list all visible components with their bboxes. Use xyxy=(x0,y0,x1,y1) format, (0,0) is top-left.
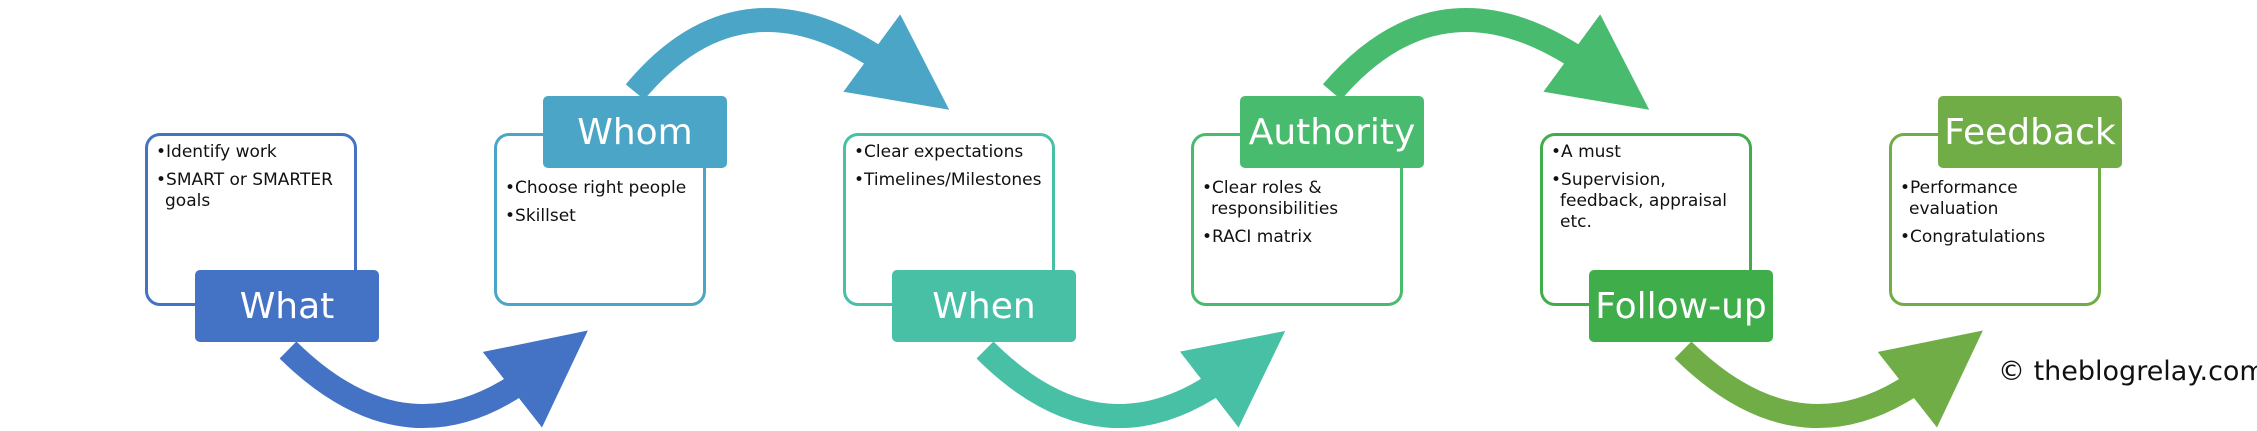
bullet: Clear roles & responsibilities xyxy=(1202,178,1392,220)
authority-label: Authority xyxy=(1240,96,1424,168)
arrow-when-to-authority xyxy=(976,330,1286,429)
when-bullets: Clear expectations Timelines/Milestones xyxy=(854,142,1044,191)
bullet: Identify work xyxy=(156,142,346,163)
bullet: RACI matrix xyxy=(1202,227,1392,248)
followup-bullets: A must Supervision, feedback, appraisal … xyxy=(1551,142,1741,233)
followup-label: Follow-up xyxy=(1589,270,1773,342)
what-label: What xyxy=(195,270,379,342)
whom-bullets: Choose right people Skillset xyxy=(505,178,695,227)
what-bullets: Identify work SMART or SMARTER goals xyxy=(156,142,346,212)
whom-label: Whom xyxy=(543,96,727,168)
what-card: Identify work SMART or SMARTER goals xyxy=(145,133,357,306)
bullet: Choose right people xyxy=(505,178,695,199)
feedback-label: Feedback xyxy=(1938,96,2122,168)
bullet: Skillset xyxy=(505,206,695,227)
bullet: Congratulations xyxy=(1900,227,2090,248)
feedback-bullets: Performance evaluation Congratulations xyxy=(1900,178,2090,248)
when-label: When xyxy=(892,270,1076,342)
arrow-whom-to-when xyxy=(625,8,950,110)
bullet: Timelines/Milestones xyxy=(854,170,1044,191)
bullet: Clear expectations xyxy=(854,142,1044,163)
bullet: SMART or SMARTER goals xyxy=(156,170,346,212)
copyright-notice: © theblogrelay.com xyxy=(1998,356,2257,387)
bullet: A must xyxy=(1551,142,1741,163)
authority-bullets: Clear roles & responsibilities RACI matr… xyxy=(1202,178,1392,248)
bullet: Performance evaluation xyxy=(1900,178,2090,220)
arrow-what-to-whom xyxy=(279,330,588,429)
arrow-authority-to-followup xyxy=(1322,8,1650,110)
bullet: Supervision, feedback, appraisal etc. xyxy=(1551,170,1741,233)
arrow-followup-to-feedback xyxy=(1674,330,1983,429)
